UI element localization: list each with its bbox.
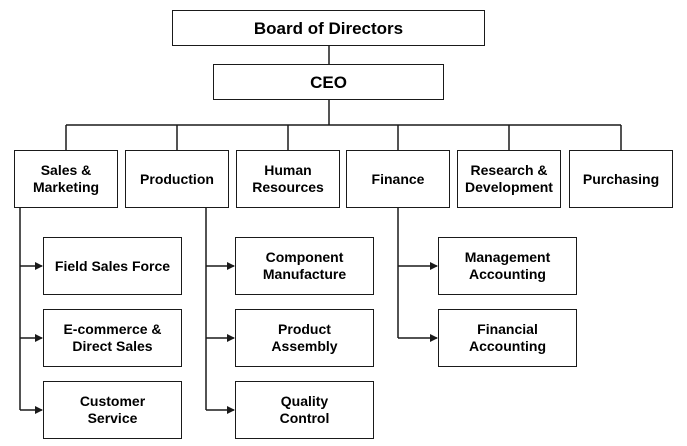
customer-service-box: Customer Service	[43, 381, 182, 439]
board-label: Board of Directors	[253, 18, 404, 38]
customer-service-label: Customer Service	[79, 393, 146, 426]
ecommerce-direct-sales-label: E-commerce & Direct Sales	[63, 321, 162, 354]
ceo-label: CEO	[310, 72, 347, 92]
management-accounting-label: Management Accounting	[464, 249, 551, 282]
field-sales-force-label: Field Sales Force	[54, 257, 171, 274]
production-box: Production	[125, 150, 229, 208]
field-sales-force-box: Field Sales Force	[43, 237, 182, 295]
board-of-directors-box: Board of Directors	[172, 10, 485, 46]
human-resources-label: Human Resources	[252, 162, 324, 195]
production-label: Production	[140, 170, 214, 187]
component-manufacture-box: Component Manufacture	[235, 237, 374, 295]
sales-marketing-box: Sales & Marketing	[14, 150, 118, 208]
management-accounting-box: Management Accounting	[438, 237, 577, 295]
purchasing-box: Purchasing	[569, 150, 673, 208]
finance-box: Finance	[346, 150, 450, 208]
financial-accounting-box: Financial Accounting	[438, 309, 577, 367]
research-development-label: Research & Development	[465, 162, 553, 195]
purchasing-label: Purchasing	[582, 170, 660, 187]
human-resources-box: Human Resources	[236, 150, 340, 208]
ecommerce-direct-sales-box: E-commerce & Direct Sales	[43, 309, 182, 367]
quality-control-label: Quality Control	[279, 393, 330, 426]
product-assembly-box: Product Assembly	[235, 309, 374, 367]
research-development-box: Research & Development	[457, 150, 561, 208]
financial-accounting-label: Financial Accounting	[469, 321, 546, 354]
sales-marketing-label: Sales & Marketing	[32, 162, 100, 195]
finance-label: Finance	[371, 170, 425, 187]
product-assembly-label: Product Assembly	[271, 321, 338, 354]
component-manufacture-label: Component Manufacture	[262, 249, 347, 282]
quality-control-box: Quality Control	[235, 381, 374, 439]
ceo-box: CEO	[213, 64, 444, 100]
